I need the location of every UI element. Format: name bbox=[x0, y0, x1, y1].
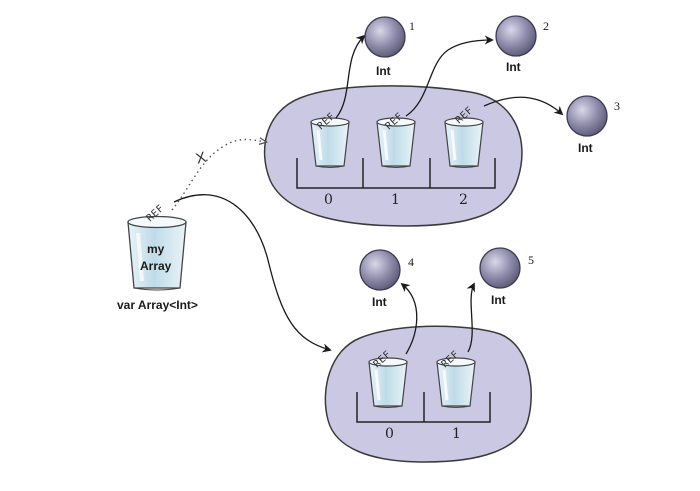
int-object-5-label: Int bbox=[491, 293, 506, 307]
new-array-index-1: 1 bbox=[452, 426, 461, 442]
int-object-3-number: 3 bbox=[614, 99, 620, 113]
variable-type-label: var Array<Int> bbox=[117, 298, 198, 312]
arrow-new-0-to-int-4 bbox=[400, 282, 418, 355]
int-object-4-number: 4 bbox=[408, 255, 414, 269]
arrow-old-2-to-int-3 bbox=[483, 96, 564, 116]
int-object-5-number: 5 bbox=[528, 253, 534, 267]
removed-link-variable-to-old-array bbox=[171, 140, 266, 211]
int-object-2-number: 2 bbox=[543, 19, 549, 33]
old-array-index-1: 1 bbox=[391, 192, 400, 208]
new-array-index-0: 0 bbox=[385, 426, 394, 442]
int-object-2: 2 Int bbox=[495, 15, 549, 74]
int-object-1-label: Int bbox=[376, 64, 391, 78]
old-array-slots bbox=[296, 158, 496, 189]
removed-link-mark: X bbox=[194, 149, 208, 168]
old-array-index-2: 2 bbox=[459, 192, 468, 208]
variable-cup-label-line1: my bbox=[147, 242, 165, 256]
int-object-4: 4 Int bbox=[359, 249, 414, 309]
int-object-4-label: Int bbox=[372, 295, 387, 309]
arrow-new-1-to-int-5 bbox=[466, 282, 475, 353]
new-array-blob bbox=[324, 325, 532, 463]
variable-cup bbox=[127, 215, 187, 291]
int-object-3-label: Int bbox=[578, 141, 593, 155]
int-object-1: 1 Int bbox=[364, 16, 415, 78]
int-object-5: 5 Int bbox=[479, 247, 534, 307]
arrow-variable-to-new-array bbox=[173, 194, 332, 353]
arrow-old-0-to-int-1 bbox=[335, 34, 366, 119]
variable-cup-label-line2: Array bbox=[140, 259, 172, 273]
old-array-cup-2 bbox=[443, 116, 485, 169]
new-array-slots bbox=[356, 392, 491, 423]
int-object-2-label: Int bbox=[506, 60, 521, 74]
int-object-1-number: 1 bbox=[409, 19, 415, 33]
old-array-index-0: 0 bbox=[324, 192, 333, 208]
int-object-3: 3 Int bbox=[566, 95, 620, 155]
arrow-old-1-to-int-2 bbox=[405, 35, 494, 117]
